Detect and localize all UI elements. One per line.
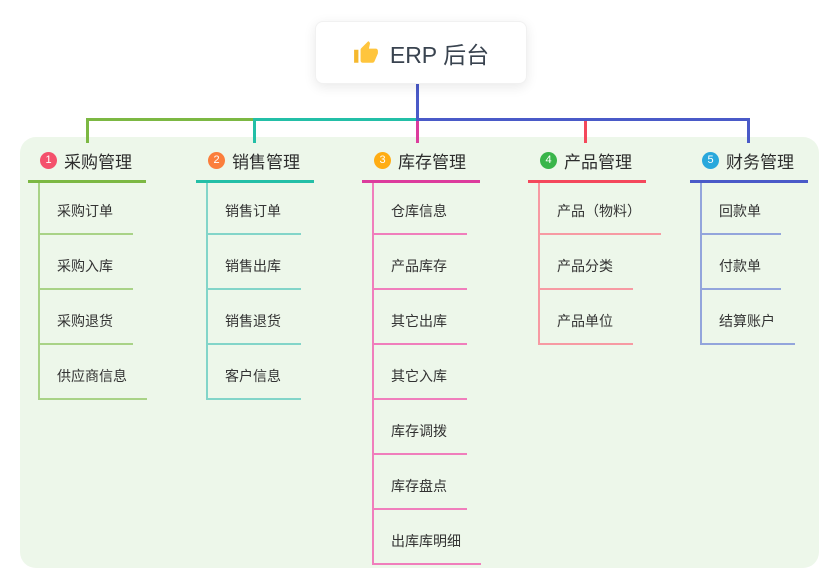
mindmap-panel	[20, 137, 819, 568]
branch-product: 4 产品管理 产品（物料） 产品分类 产品单位	[528, 148, 678, 345]
branch-children: 采购订单 采购入库 采购退货 供应商信息	[38, 183, 178, 400]
child-label[interactable]: 其它出库	[374, 311, 467, 345]
branch-finance: 5 财务管理 回款单 付款单 结算账户	[690, 148, 839, 345]
child-label[interactable]: 结算账户	[702, 311, 795, 345]
child-label[interactable]: 付款单	[702, 256, 781, 290]
branch-label: 财务管理	[726, 153, 794, 172]
child-label[interactable]: 销售订单	[208, 201, 301, 235]
branch-label: 产品管理	[564, 153, 632, 172]
branch-title-finance[interactable]: 5 财务管理	[690, 148, 808, 183]
connector-drop-sales	[253, 118, 256, 143]
connector-bus-teal	[253, 118, 418, 121]
child-label[interactable]: 销售出库	[208, 256, 301, 290]
branch-title-product[interactable]: 4 产品管理	[528, 148, 646, 183]
branch-children: 回款单 付款单 结算账户	[700, 183, 839, 345]
child-node: 付款单	[702, 235, 839, 290]
child-label[interactable]: 产品（物料）	[540, 201, 661, 235]
branch-badge: 2	[208, 152, 225, 169]
connector-bus-blue	[416, 118, 750, 121]
child-label[interactable]: 采购订单	[40, 201, 133, 235]
branch-label: 销售管理	[232, 153, 300, 172]
branch-title-sales[interactable]: 2 销售管理	[196, 148, 314, 183]
child-node: 采购入库	[40, 235, 178, 290]
child-label[interactable]: 出库库明细	[374, 531, 481, 565]
child-node: 销售退货	[208, 290, 346, 345]
branch-children: 销售订单 销售出库 销售退货 客户信息	[206, 183, 346, 400]
child-label[interactable]: 供应商信息	[40, 366, 147, 400]
child-node: 采购退货	[40, 290, 178, 345]
branch-badge: 1	[40, 152, 57, 169]
branch-children: 仓库信息 产品库存 其它出库 其它入库 库存调拨 库存盘点 出库库明细	[372, 183, 512, 565]
child-node: 客户信息	[208, 345, 346, 400]
branch-inventory: 3 库存管理 仓库信息 产品库存 其它出库 其它入库 库存调拨 库存盘点 出库库…	[362, 148, 512, 565]
branch-title-purchase[interactable]: 1 采购管理	[28, 148, 146, 183]
child-node: 供应商信息	[40, 345, 178, 400]
child-label[interactable]: 仓库信息	[374, 201, 467, 235]
child-node: 回款单	[702, 183, 839, 235]
branch-badge: 3	[374, 152, 391, 169]
connector-root-stem	[416, 82, 419, 121]
connector-bus-green	[86, 118, 255, 121]
thumbs-up-icon	[353, 40, 379, 66]
child-label[interactable]: 销售退货	[208, 311, 301, 345]
child-node: 库存盘点	[374, 455, 512, 510]
child-node: 库存调拨	[374, 400, 512, 455]
root-node[interactable]: ERP 后台	[315, 21, 527, 84]
child-node: 仓库信息	[374, 183, 512, 235]
branch-badge: 4	[540, 152, 557, 169]
branch-purchase: 1 采购管理 采购订单 采购入库 采购退货 供应商信息	[28, 148, 178, 400]
child-node: 其它出库	[374, 290, 512, 345]
connector-drop-finance	[747, 118, 750, 143]
child-label[interactable]: 采购入库	[40, 256, 133, 290]
child-node: 销售出库	[208, 235, 346, 290]
child-label[interactable]: 库存盘点	[374, 476, 467, 510]
child-label[interactable]: 产品库存	[374, 256, 467, 290]
branch-children: 产品（物料） 产品分类 产品单位	[538, 183, 678, 345]
branch-badge: 5	[702, 152, 719, 169]
child-node: 销售订单	[208, 183, 346, 235]
child-label[interactable]: 产品分类	[540, 256, 633, 290]
child-node: 产品库存	[374, 235, 512, 290]
child-node: 出库库明细	[374, 510, 512, 565]
child-node: 产品分类	[540, 235, 678, 290]
child-label[interactable]: 采购退货	[40, 311, 133, 345]
branch-label: 采购管理	[64, 153, 132, 172]
child-node: 产品单位	[540, 290, 678, 345]
branch-label: 库存管理	[398, 153, 466, 172]
connector-drop-purchase	[86, 118, 89, 143]
branch-sales: 2 销售管理 销售订单 销售出库 销售退货 客户信息	[196, 148, 346, 400]
root-label: ERP 后台	[389, 41, 490, 68]
child-node: 结算账户	[702, 290, 839, 345]
child-node: 其它入库	[374, 345, 512, 400]
connector-drop-inventory	[416, 121, 419, 143]
branch-title-inventory[interactable]: 3 库存管理	[362, 148, 480, 183]
child-label[interactable]: 客户信息	[208, 366, 301, 400]
connector-drop-product	[584, 121, 587, 143]
child-label[interactable]: 产品单位	[540, 311, 633, 345]
child-node: 产品（物料）	[540, 183, 678, 235]
child-label[interactable]: 回款单	[702, 201, 781, 235]
child-label[interactable]: 其它入库	[374, 366, 467, 400]
child-label[interactable]: 库存调拨	[374, 421, 467, 455]
child-node: 采购订单	[40, 183, 178, 235]
